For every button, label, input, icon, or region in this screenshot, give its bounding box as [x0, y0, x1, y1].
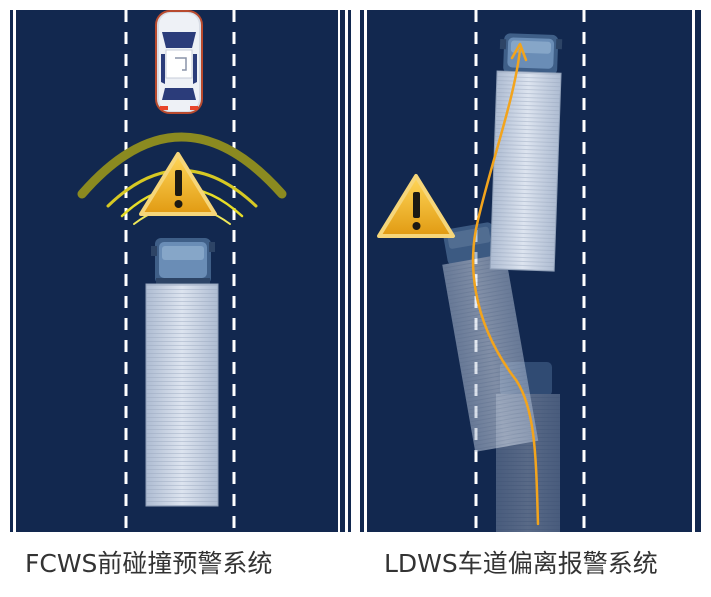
road-edge-line-right [692, 10, 695, 532]
ldws-illustration [360, 10, 701, 532]
truck-self [145, 238, 219, 507]
road-edge-line-left [364, 10, 367, 532]
truck-ghost-start [496, 362, 560, 532]
ldws-caption: LDWS车道偏离报警系统 [384, 549, 658, 578]
drift-trajectory-arrow [471, 48, 540, 526]
warning-triangle-icon [139, 152, 217, 216]
ldws-scene [360, 10, 701, 532]
truck-ghost-crossing [442, 222, 539, 452]
road-edge-line-right [345, 10, 348, 532]
fcws-scene [10, 10, 351, 532]
warning-triangle-icon [377, 174, 455, 238]
trajectory-arrowhead [510, 42, 528, 62]
sedan-ahead [155, 10, 203, 114]
fcws-caption: FCWS前碰撞预警系统 [25, 549, 273, 578]
fcws-illustration [10, 10, 351, 532]
road-edge-line-left [13, 10, 16, 532]
road-edge-line-right-inner [338, 10, 340, 532]
